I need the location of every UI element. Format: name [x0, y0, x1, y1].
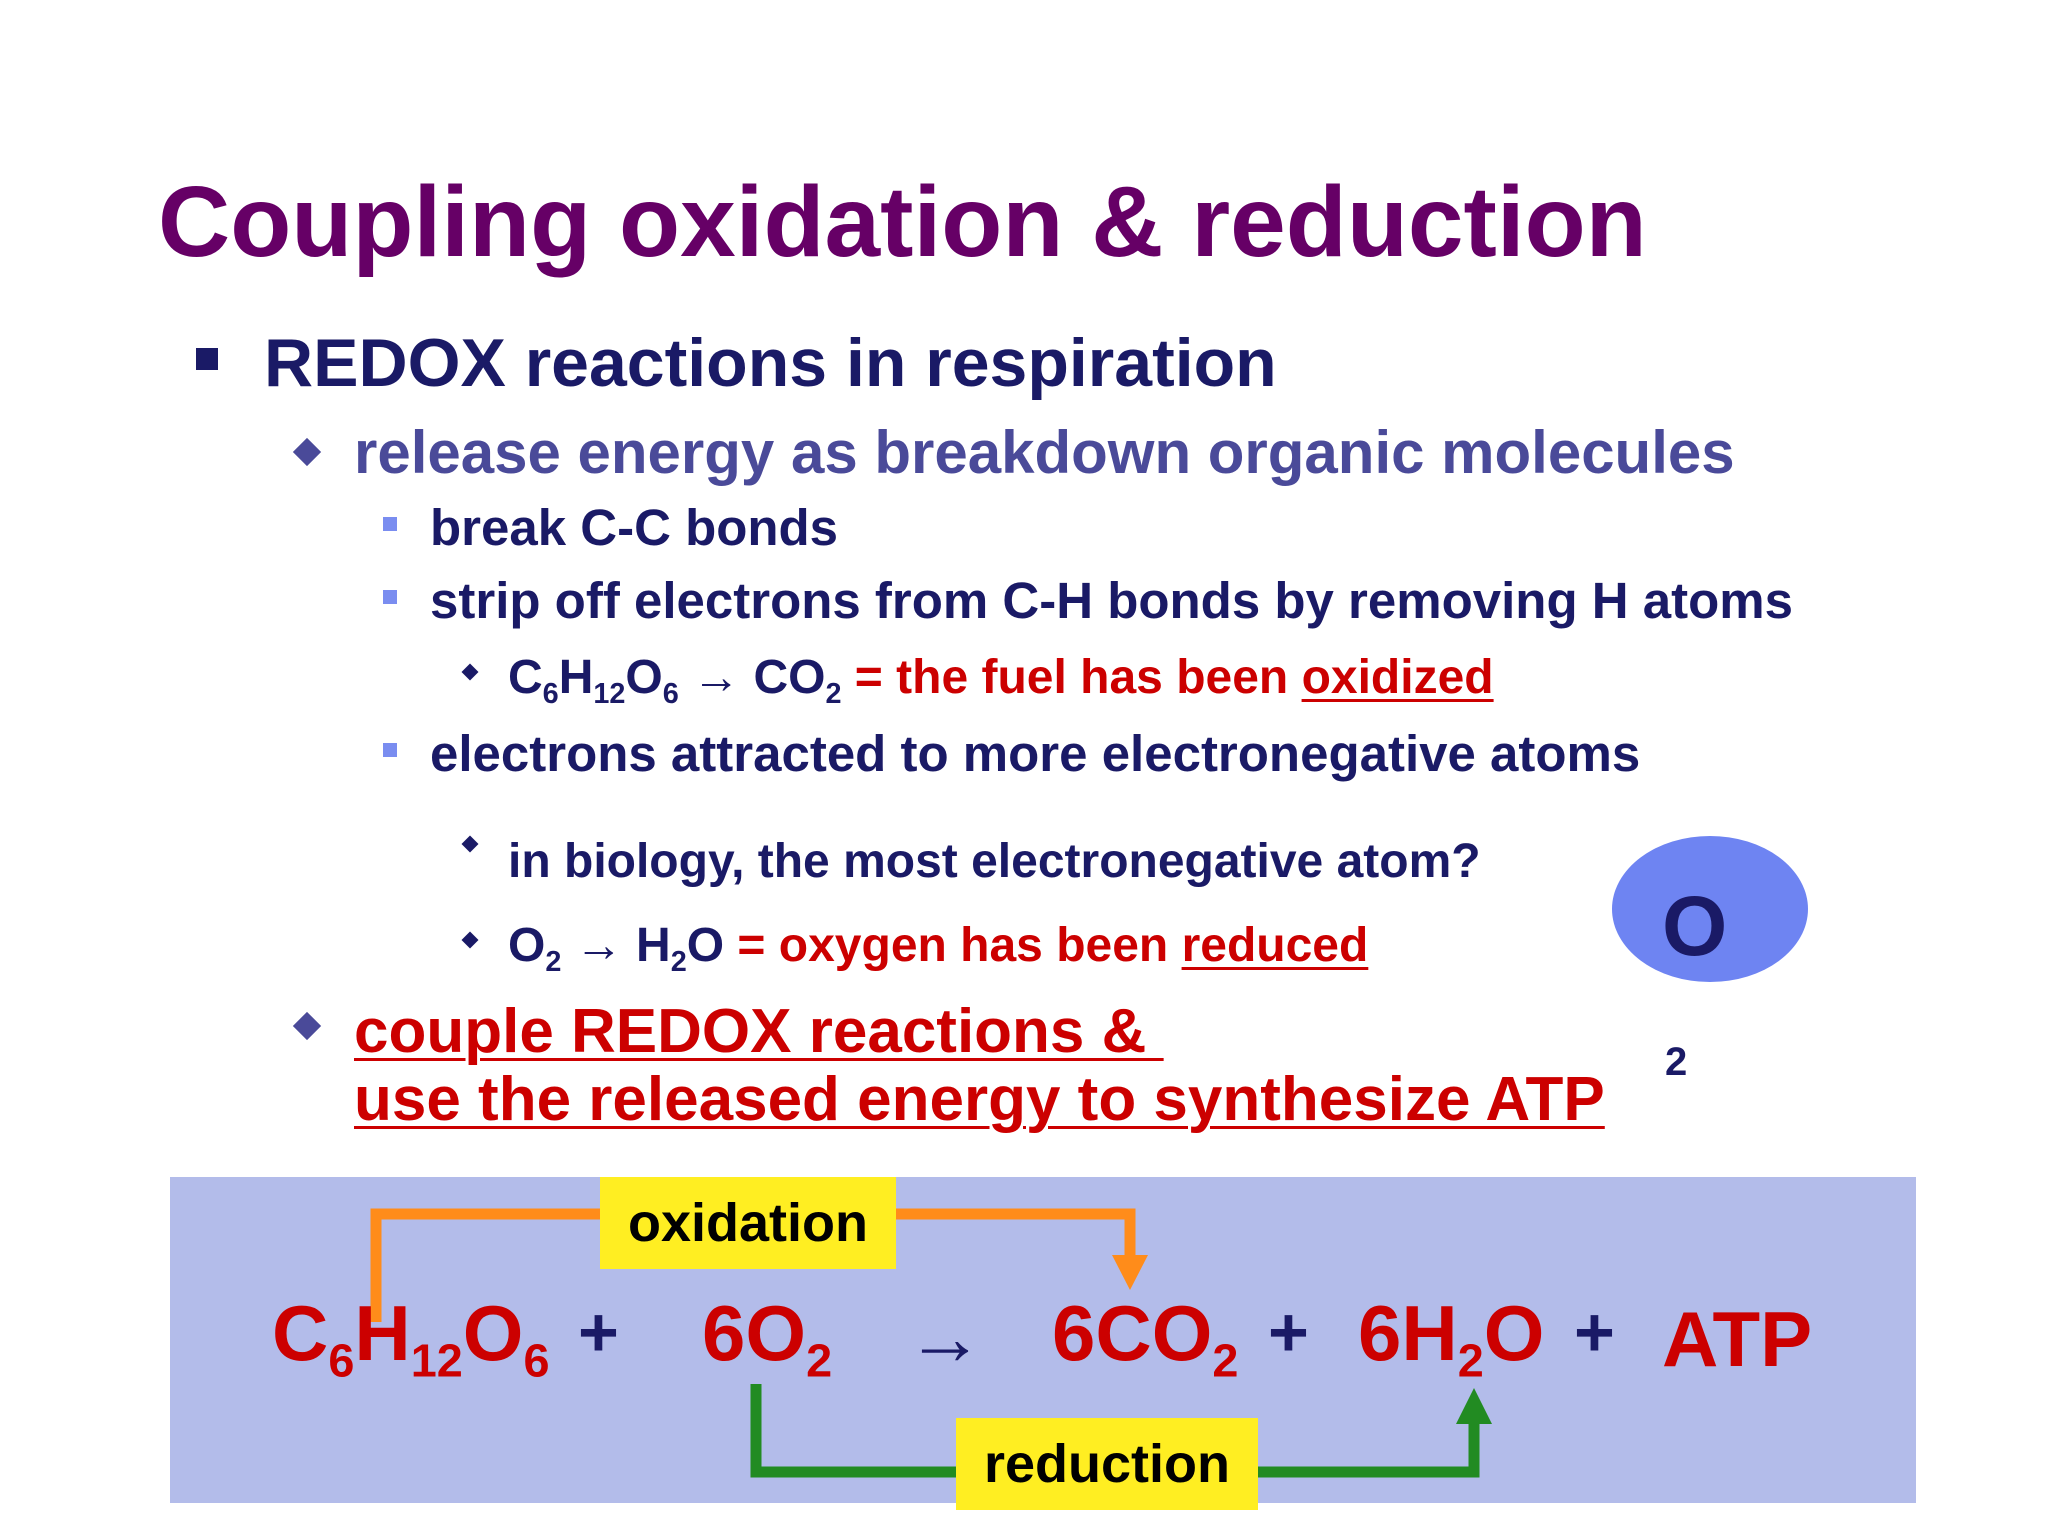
answer-ellipse [1612, 836, 1808, 982]
bullet-break-cc-bonds: break C-C bonds [430, 499, 839, 556]
square-bullet-icon [383, 743, 397, 757]
oxygen-reduced-line: O2 → H2O = oxygen has been reduced [508, 919, 1369, 979]
glucose-term: C6H12O6 [272, 1289, 550, 1387]
bullet-release-energy: release energy as breakdown organic mole… [354, 419, 1735, 486]
answer-oxygen-letter: O [1662, 879, 1728, 973]
slide-title: Coupling oxidation & reduction [158, 166, 1647, 278]
couple-redox-line1: couple REDOX reactions & [354, 997, 1164, 1066]
couple-redox-line2: use the released energy to synthesize AT… [354, 1065, 1605, 1134]
reaction-arrow: → [906, 1293, 984, 1381]
oxidation-arrowhead [1112, 1255, 1148, 1290]
plus-sign: + [578, 1293, 619, 1371]
co2-term: 6CO2 [1052, 1289, 1239, 1387]
bullet-redox-respiration: REDOX reactions in respiration [264, 325, 1277, 401]
water-term: 6H2O [1358, 1289, 1545, 1387]
square-bullet-icon [383, 517, 397, 531]
oxidized-term: oxidized [1301, 651, 1494, 704]
answer-oxygen-subscript: 2 [1665, 1040, 1688, 1084]
reduced-term: reduced [1181, 919, 1369, 972]
glucose-oxidized-line: C6H12O6 → CO2 = the fuel has been oxidiz… [508, 651, 1494, 711]
oxidation-label: oxidation [600, 1177, 896, 1269]
square-bullet-icon [196, 348, 218, 370]
plus-sign: + [1268, 1293, 1309, 1371]
bullet-strip-electrons: strip off electrons from C-H bonds by re… [430, 572, 1793, 629]
reduction-label: reduction [956, 1418, 1258, 1510]
plus-sign: + [1574, 1293, 1615, 1371]
square-bullet-icon [383, 590, 397, 604]
reduction-arrowhead [1456, 1388, 1492, 1424]
question-electronegative: in biology, the most electronegative ato… [508, 835, 1481, 888]
bullet-electrons-attracted: electrons attracted to more electronegat… [430, 725, 1641, 782]
oxygen-term: 6O2 [702, 1289, 833, 1387]
atp-term: ATP [1662, 1295, 1813, 1383]
